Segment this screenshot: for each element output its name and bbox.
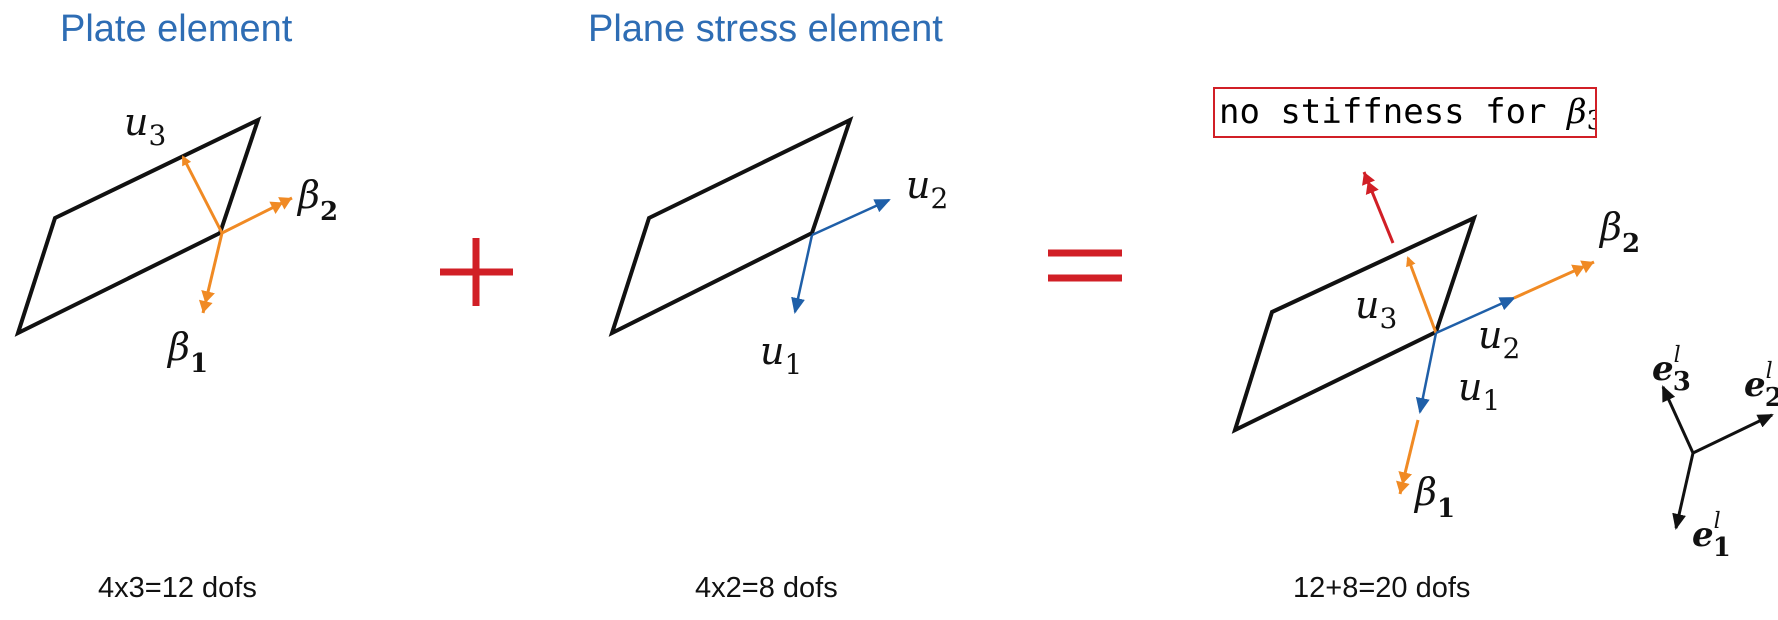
shell-beta2-arrow <box>1513 260 1595 300</box>
no-stiffness-note: no stiffness for β3 <box>1213 87 1597 138</box>
plane-stress-dofs-caption: 4x2=8 dofs <box>695 572 838 604</box>
plane-stress-u2-arrow <box>811 198 891 237</box>
plane-stress-element-diagram: u2 u1 <box>608 116 948 381</box>
plane-stress-u1-arrow <box>791 234 814 314</box>
plate-element-title: Plate element <box>60 8 293 50</box>
note-text: no stiffness for <box>1219 92 1567 132</box>
plate-parallelogram <box>14 116 262 337</box>
plate-element-diagram: u3 β2 β1 <box>14 100 338 379</box>
shell-u2-label: u2 <box>1478 313 1520 365</box>
shell-parallelogram <box>1231 214 1478 434</box>
plane-stress-u1-label: u1 <box>760 329 802 381</box>
equals-operator <box>1048 249 1122 282</box>
shell-beta3-arrow <box>1362 171 1395 244</box>
shell-beta1-arrow <box>1396 419 1420 495</box>
plate-u3-arrow <box>181 155 224 234</box>
plate-beta2-arrow <box>221 196 293 235</box>
shell-u2-arrow <box>1435 296 1516 335</box>
axis-e3-arrow <box>1661 385 1695 454</box>
plate-u3-label: u3 <box>124 100 166 152</box>
plane-stress-parallelogram <box>608 116 854 337</box>
axis-e2-arrow <box>1692 413 1774 455</box>
plane-stress-element-title: Plane stress element <box>588 8 943 50</box>
plane-stress-u2-label: u2 <box>906 163 948 215</box>
axis-e1-arrow <box>1672 452 1695 530</box>
shell-u1-arrow <box>1415 332 1438 414</box>
shell-beta2-label: β2 <box>1598 205 1640 259</box>
plate-beta1-label: β1 <box>166 325 208 379</box>
shell-beta1-label: β1 <box>1413 470 1455 524</box>
shell-u3-label: u3 <box>1355 283 1397 335</box>
plate-beta2-label: β2 <box>296 173 338 227</box>
shell-dofs-caption: 12+8=20 dofs <box>1293 572 1471 604</box>
plate-dofs-caption: 4x3=12 dofs <box>98 572 257 604</box>
shell-element-diagram: u3 u2 u1 β2 β1 <box>1231 171 1640 524</box>
plus-operator <box>440 238 513 306</box>
shell-u1-label: u1 <box>1458 365 1500 417</box>
note-beta3-symbol: β3 <box>1567 92 1595 136</box>
shell-u3-arrow <box>1406 256 1438 334</box>
plate-beta1-arrow <box>198 232 224 314</box>
